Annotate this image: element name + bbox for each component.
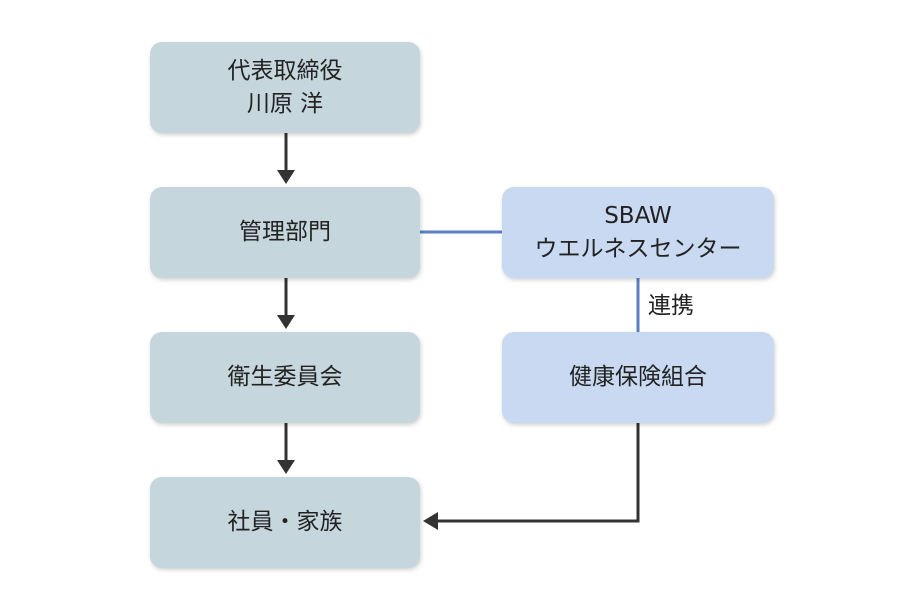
- node-health-committee: 衛生委員会: [150, 332, 420, 423]
- kenpo-label: 健康保険組合: [569, 364, 707, 390]
- node-ceo: 代表取締役 川原 洋: [150, 42, 420, 133]
- sbaw-label-line2: ウエルネスセンター: [534, 235, 742, 262]
- cooperation-label: 連携: [648, 293, 694, 319]
- committee-label: 衛生委員会: [227, 364, 343, 390]
- sbaw-label-line1: SBAW: [604, 202, 672, 229]
- arrowhead-management-to-committee: [277, 315, 295, 329]
- ceo-name: 川原 洋: [246, 90, 324, 117]
- node-staff-family: 社員・家族: [150, 477, 420, 568]
- node-health-insurance-union: 健康保険組合: [502, 332, 774, 423]
- arrowhead-ceo-to-management: [277, 170, 295, 184]
- node-sbaw-wellness-center: SBAW ウエルネスセンター: [502, 187, 774, 278]
- arrow-kenpo-to-staff: [436, 423, 640, 523]
- arrowhead-committee-to-staff: [277, 460, 295, 474]
- node-management: 管理部門: [150, 187, 420, 278]
- management-label: 管理部門: [239, 219, 331, 245]
- staff-label: 社員・家族: [227, 509, 343, 535]
- ceo-title: 代表取締役: [227, 57, 343, 84]
- arrowhead-kenpo-to-staff: [423, 512, 438, 530]
